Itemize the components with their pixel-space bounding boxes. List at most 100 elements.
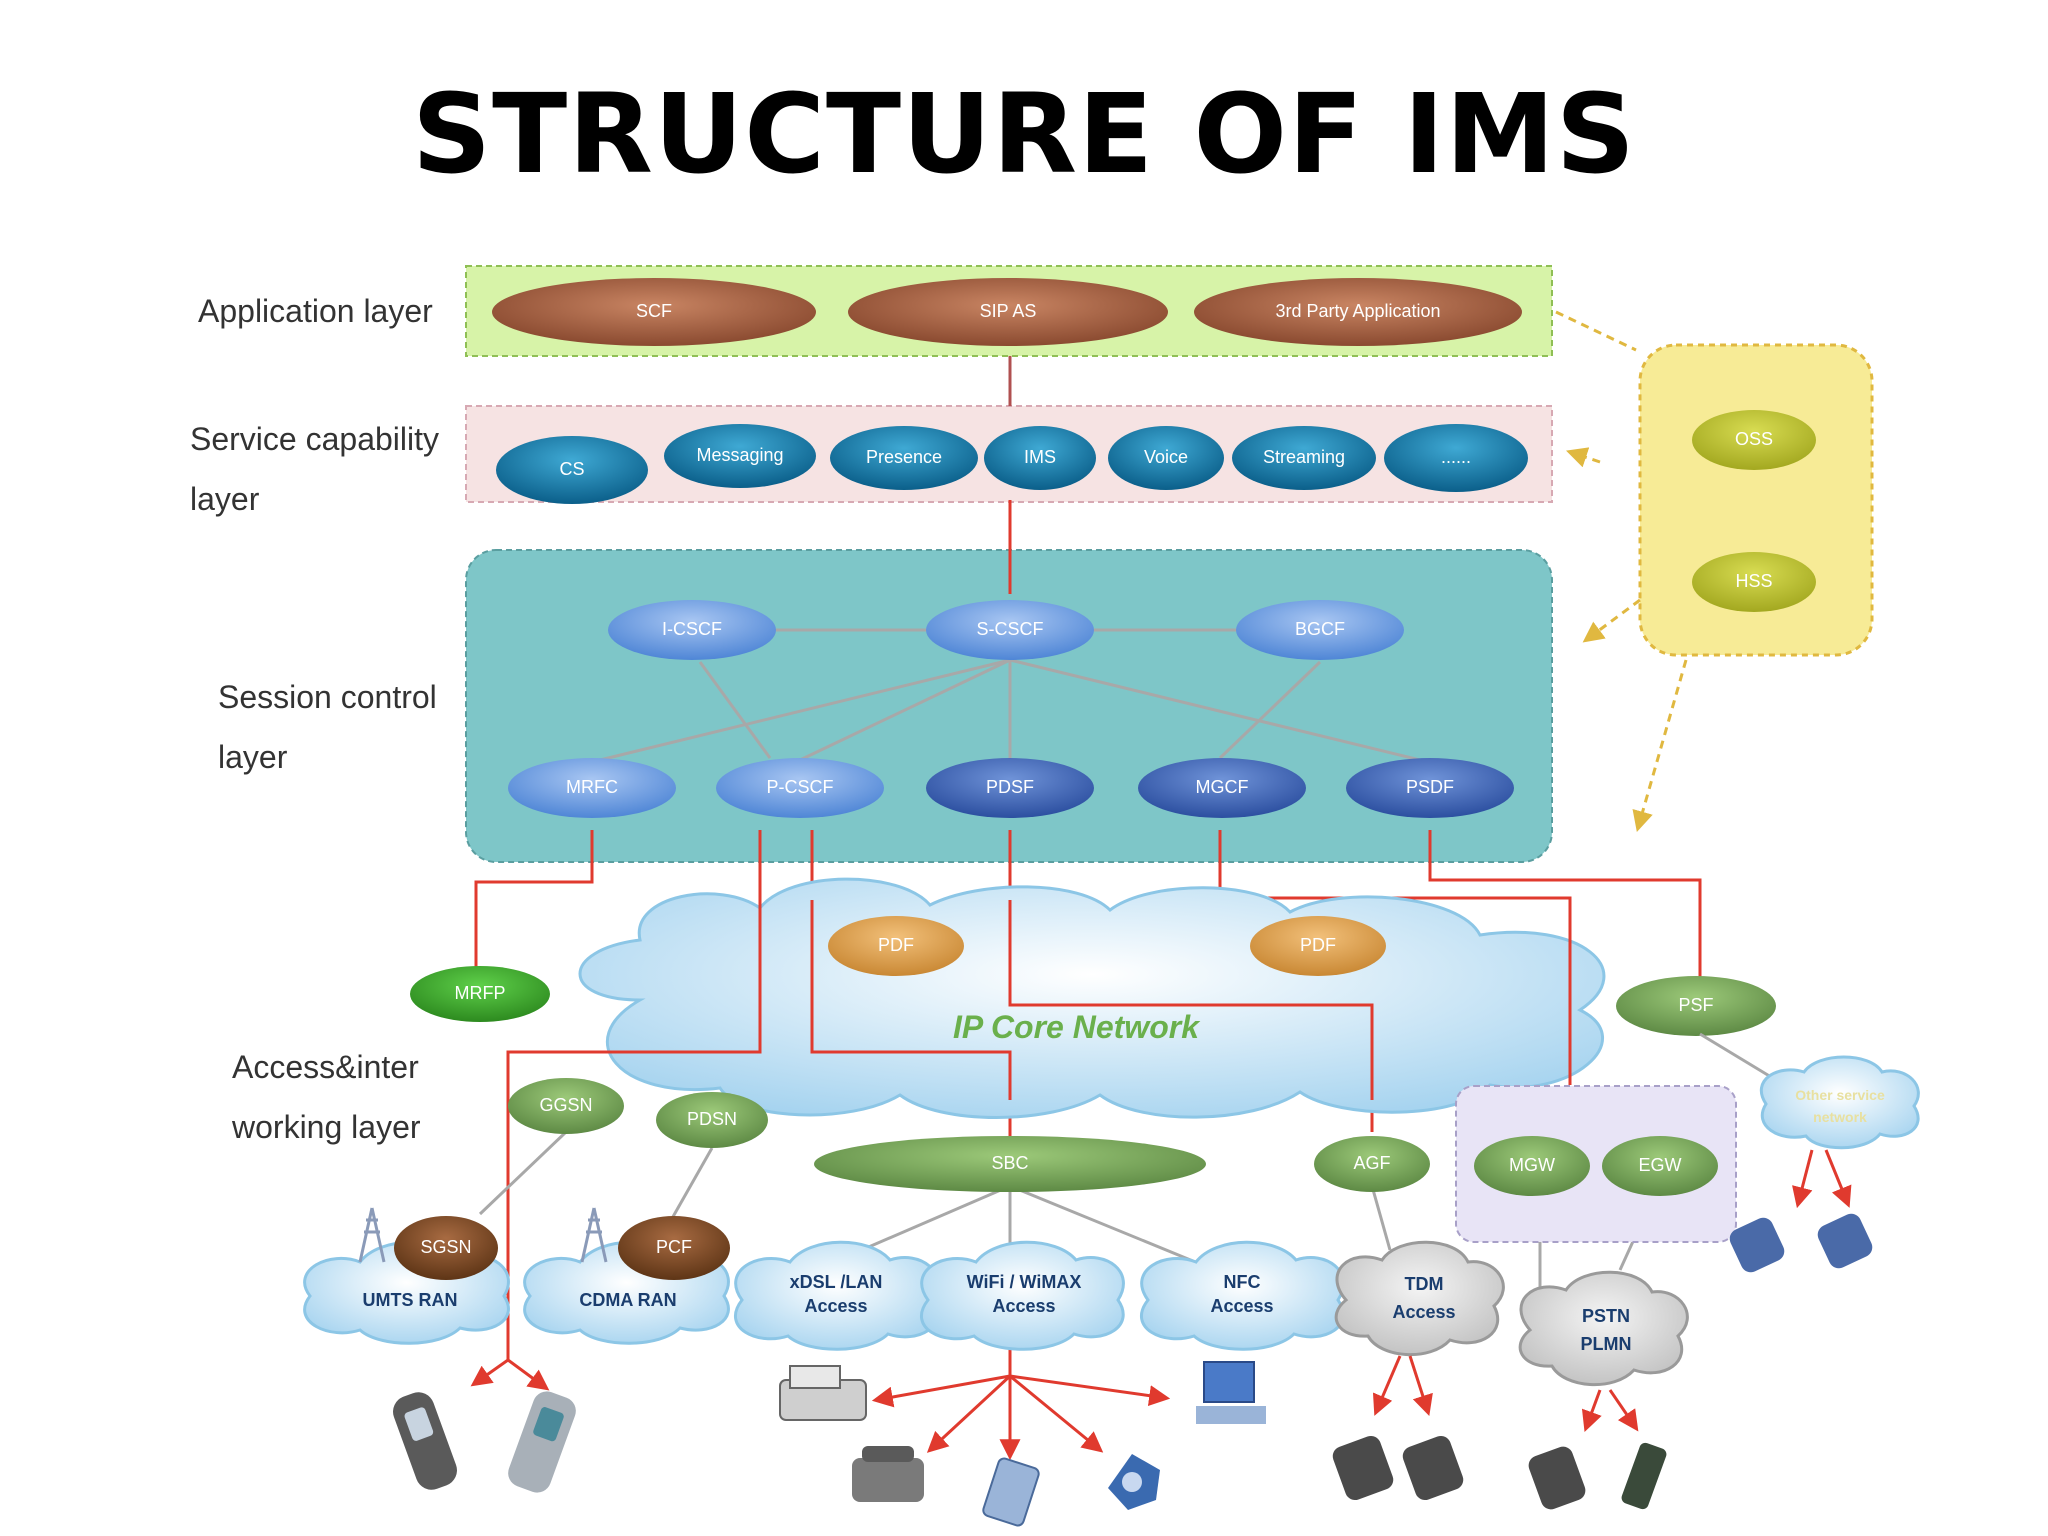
messaging-node[interactable] [664, 424, 816, 488]
presence-node[interactable] [830, 426, 978, 490]
access-layer-label-2: working layer [231, 1109, 421, 1145]
ip-core-network-label: IP Core Network [953, 1009, 1201, 1045]
other-network-label-1: Other service [1795, 1087, 1885, 1103]
nfc-label-2: Access [1210, 1296, 1273, 1316]
wifi-label-2: Access [992, 1296, 1055, 1316]
pdf-node-1[interactable] [828, 916, 964, 976]
third-party-app-label: 3rd Party Application [1275, 301, 1440, 321]
ggsn-node[interactable] [508, 1078, 624, 1134]
network-device-icon [1108, 1454, 1160, 1510]
xdsl-label-1: xDSL /LAN [790, 1272, 883, 1292]
i-cscf-node[interactable] [608, 600, 776, 660]
mrfp-label: MRFP [455, 983, 506, 1003]
pdsf-label: PDSF [986, 777, 1034, 797]
pcf-node[interactable] [618, 1216, 730, 1280]
bgcf-label: BGCF [1295, 619, 1345, 639]
mgcf-node[interactable] [1138, 758, 1306, 818]
psdf-label: PSDF [1406, 777, 1454, 797]
third-party-app-node[interactable] [1194, 278, 1522, 346]
sbc-node[interactable] [814, 1136, 1206, 1192]
tdm-phone-icons [1332, 1435, 1464, 1501]
hss-label: HSS [1735, 571, 1772, 591]
tdm-label-2: Access [1392, 1302, 1455, 1322]
nfc-label-1: NFC [1224, 1272, 1261, 1292]
service-nodes: CS Messaging Presence IMS Voice Streamin… [496, 424, 1528, 504]
umts-ran-label: UMTS RAN [363, 1290, 458, 1310]
sgsn-label: SGSN [420, 1237, 471, 1257]
i-cscf-label: I-CSCF [662, 619, 722, 639]
pstn-label-2: PLMN [1581, 1334, 1632, 1354]
hss-node[interactable] [1692, 552, 1816, 612]
pdf-node-2[interactable] [1250, 916, 1386, 976]
mgcf-label: MGCF [1196, 777, 1249, 797]
xdsl-lan-cloud: xDSL /LAN Access [734, 1240, 939, 1351]
pdsf-node[interactable] [926, 758, 1094, 818]
ims-label: IMS [1024, 447, 1056, 467]
scf-node[interactable] [492, 278, 816, 346]
tdm-access-cloud: TDM Access [1334, 1240, 1505, 1357]
service-layer-label-2: layer [190, 481, 260, 517]
cs-label: CS [559, 459, 584, 479]
psf-node[interactable] [1616, 976, 1776, 1036]
session-layer-label: Session control [218, 679, 437, 715]
application-layer-label: Application layer [198, 293, 433, 329]
psf-label: PSF [1678, 995, 1713, 1015]
pdf-label-1: PDF [878, 935, 914, 955]
fax-machine-icon [779, 1365, 867, 1421]
sgsn-node[interactable] [394, 1216, 498, 1280]
oss-arrow-access [1632, 659, 1688, 833]
voice-node[interactable] [1108, 426, 1224, 490]
more-services-label: ...... [1441, 447, 1471, 467]
ims-node[interactable] [984, 426, 1096, 490]
other-network-label-2: network [1813, 1109, 1867, 1125]
egw-node[interactable] [1602, 1136, 1718, 1196]
session-links [599, 628, 1421, 762]
messaging-label: Messaging [696, 445, 783, 465]
pstn-plmn-cloud: PSTN PLMN [1518, 1270, 1689, 1387]
nfc-cloud: NFC Access [1140, 1240, 1345, 1351]
mrfc-node[interactable] [508, 758, 676, 818]
pda-icon [982, 1457, 1040, 1527]
smartphone-icon [508, 1391, 576, 1493]
other-network-phone-icons [1729, 1213, 1873, 1273]
p-cscf-node[interactable] [716, 758, 884, 818]
desk-phone-icon [852, 1446, 924, 1502]
oss-arrow-session [1582, 598, 1641, 643]
pstn-label-1: PSTN [1582, 1306, 1630, 1326]
antenna-icon [358, 1207, 608, 1263]
oss-arrow-service [1566, 447, 1601, 468]
bgcf-node[interactable] [1236, 600, 1404, 660]
page-title: STRUCTURE OF IMS [411, 70, 1637, 198]
sip-as-node[interactable] [848, 278, 1168, 346]
terminal-arrows [470, 1149, 1852, 1461]
cdma-ran-label: CDMA RAN [579, 1290, 676, 1310]
mrfp-node[interactable] [410, 966, 550, 1022]
scf-label: SCF [636, 301, 672, 321]
mgw-node[interactable] [1474, 1136, 1590, 1196]
agf-node[interactable] [1314, 1136, 1430, 1192]
mrfc-label: MRFC [566, 777, 618, 797]
oss-arrow-application [1555, 310, 1637, 352]
oss-node[interactable] [1692, 410, 1816, 470]
tdm-label-1: TDM [1405, 1274, 1444, 1294]
session-layer-label-2: layer [218, 739, 288, 775]
streaming-node[interactable] [1232, 426, 1376, 490]
mobile-phone-icon [393, 1392, 457, 1490]
pcf-label: PCF [656, 1237, 692, 1257]
cs-node[interactable] [496, 436, 648, 504]
s-cscf-node[interactable] [926, 600, 1094, 660]
session-nodes: I-CSCF S-CSCF BGCF MRFC P-CSCF PDSF MGCF… [508, 600, 1514, 818]
psdf-node[interactable] [1346, 758, 1514, 818]
signaling-links-overlay [508, 898, 1572, 1100]
pdsn-node[interactable] [656, 1092, 768, 1148]
sbc-label: SBC [991, 1153, 1028, 1173]
xdsl-label-2: Access [804, 1296, 867, 1316]
computer-icon [1196, 1361, 1266, 1424]
more-services-node[interactable] [1384, 424, 1528, 492]
p-cscf-label: P-CSCF [767, 777, 834, 797]
agf-label: AGF [1353, 1153, 1390, 1173]
wifi-wimax-cloud: WiFi / WiMAX Access [920, 1240, 1125, 1351]
oss-label: OSS [1735, 429, 1773, 449]
pdsn-label: PDSN [687, 1109, 737, 1129]
